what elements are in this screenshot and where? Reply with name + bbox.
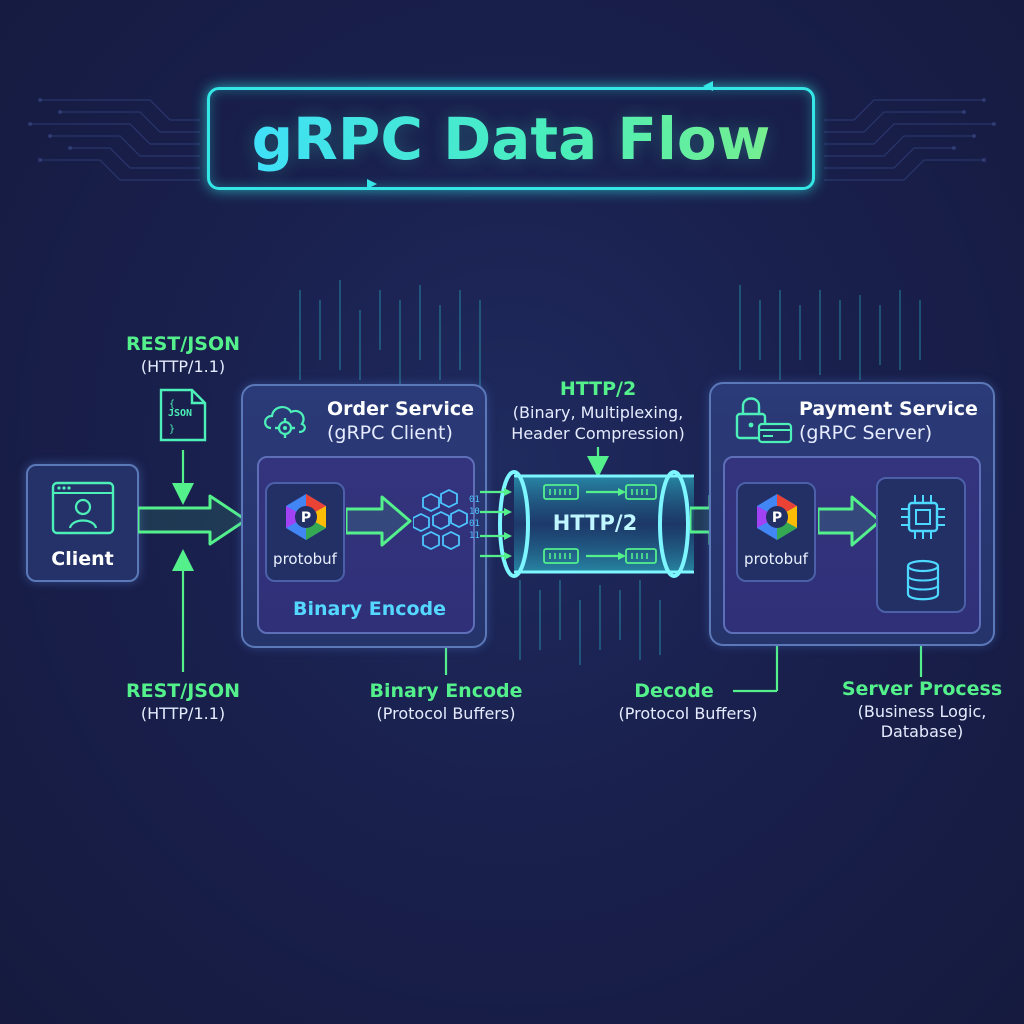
protobuf-logo-icon: P (757, 494, 797, 540)
json-file-label: JSON (168, 408, 193, 419)
rest-json-top-subtitle: (HTTP/1.1) (140, 357, 226, 376)
order-inner-arrow (346, 495, 412, 547)
decode-subtitle: (Protocol Buffers) (618, 704, 758, 723)
order-protobuf-label: protobuf (273, 550, 337, 568)
payment-inner-arrow (818, 495, 882, 547)
client-label: Client (51, 548, 114, 570)
client-card[interactable]: Client (26, 464, 139, 582)
order-service-subtitle: (gRPC Client) (327, 422, 453, 444)
http2-top-label: HTTP/2 (Binary, Multiplexing, Header Com… (490, 378, 706, 443)
cloud-gear-icon (264, 406, 306, 438)
json-file-icon: { } JSON (158, 387, 208, 443)
svg-text:}: } (169, 424, 175, 435)
title-accent-arrows (367, 81, 713, 189)
server-process-line1: (Business Logic, (857, 702, 987, 721)
rest-json-top-title: REST/JSON (126, 333, 240, 355)
svg-text:01: 01 (469, 519, 480, 529)
page-title: gRPC Data Flow (251, 104, 771, 173)
cpu-chip-icon (901, 495, 945, 539)
protobuf-logo-icon: P (286, 494, 326, 540)
payment-protobuf-card[interactable]: P protobuf (736, 482, 816, 582)
user-window-icon (51, 481, 115, 535)
rest-json-bottom-subtitle: (HTTP/1.1) (140, 704, 226, 723)
svg-text:10: 10 (469, 507, 480, 517)
title-box: gRPC Data Flow (207, 87, 815, 190)
payment-service-subtitle: (gRPC Server) (799, 422, 933, 444)
binary-encode-title: Binary Encode (369, 680, 523, 702)
rest-json-bottom-title: REST/JSON (126, 680, 240, 702)
svg-text:11: 11 (469, 531, 480, 541)
rest-json-bottom: REST/JSON (HTTP/1.1) (103, 680, 263, 723)
binary-cubes-icon: 01 10 01 11 (413, 488, 480, 551)
decode-title: Decode (634, 680, 714, 702)
binary-encode-caption: Binary Encode (Protocol Buffers) (356, 680, 536, 723)
payment-protobuf-label: protobuf (744, 550, 808, 568)
server-process-line2: Database) (880, 722, 964, 741)
http2-tube (480, 470, 694, 578)
order-binary-encode-label: Binary Encode (293, 598, 447, 620)
decode-caption: Decode (Protocol Buffers) (608, 680, 768, 723)
order-service-title: Order Service (327, 398, 474, 420)
http2-top-title: HTTP/2 (559, 378, 637, 400)
rest-json-top: REST/JSON (HTTP/1.1) (103, 333, 263, 376)
http2-top-line2: Header Compression) (511, 424, 685, 443)
server-process-caption: Server Process (Business Logic, Database… (836, 678, 1008, 741)
binary-encode-subtitle: (Protocol Buffers) (376, 704, 516, 723)
database-icon (906, 559, 940, 601)
http2-top-line1: (Binary, Multiplexing, (512, 403, 684, 422)
http2-tube-label: HTTP/2 (552, 511, 638, 535)
svg-text:01: 01 (469, 495, 480, 505)
svg-text:P: P (301, 510, 311, 526)
lock-card-icon (735, 397, 793, 444)
svg-text:P: P (772, 510, 782, 526)
client-to-order-arrow (138, 494, 248, 546)
server-process-title: Server Process (841, 678, 1003, 700)
svg-text:{: { (169, 399, 175, 410)
server-card[interactable] (876, 477, 966, 613)
payment-service-title: Payment Service (799, 398, 978, 420)
order-protobuf-card[interactable]: P protobuf (265, 482, 345, 582)
